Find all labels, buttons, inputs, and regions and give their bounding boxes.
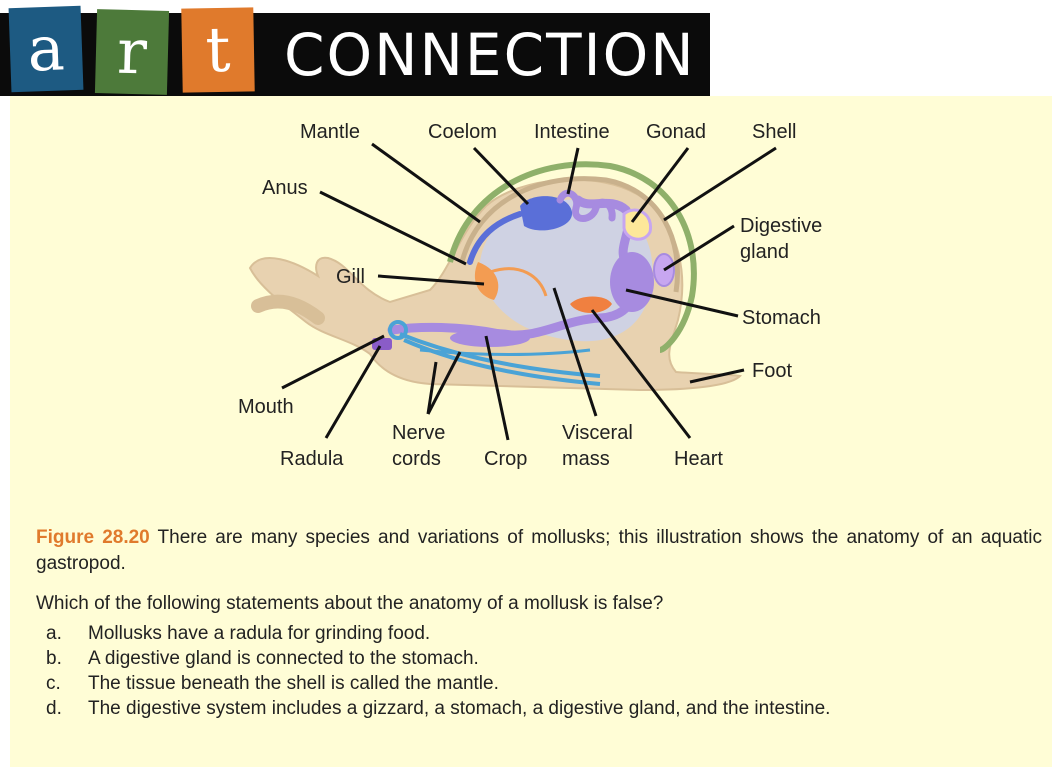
figure-caption-text: There are many species and variations of…	[36, 527, 1042, 574]
label-intestine: Intestine	[534, 121, 610, 143]
option-letter: d.	[36, 696, 88, 721]
figure-caption: Figure 28.20 There are many species and …	[36, 525, 1042, 577]
leader-anus	[320, 192, 466, 264]
label-gonad: Gonad	[646, 121, 706, 143]
label-digestive-gland-line1: Digestive	[740, 215, 822, 237]
option-c: c. The tissue beneath the shell is calle…	[36, 671, 1042, 696]
option-a: a. Mollusks have a radula for grinding f…	[36, 621, 1042, 646]
label-mantle: Mantle	[300, 121, 360, 143]
gastropod-anatomy-diagram: Mantle Coelom Intestine Gonad Shell Anus…	[0, 0, 1052, 500]
option-letter: c.	[36, 671, 88, 696]
figure-number: Figure 28.20	[36, 527, 150, 548]
label-crop: Crop	[484, 448, 527, 470]
option-text: Mollusks have a radula for grinding food…	[88, 621, 1042, 646]
label-visceral-mass-line1: Visceral	[562, 422, 633, 444]
label-visceral-mass-line2: mass	[562, 448, 610, 470]
option-text: The tissue beneath the shell is called t…	[88, 671, 1042, 696]
leader-mantle	[372, 144, 480, 222]
option-d: d. The digestive system includes a gizza…	[36, 696, 1042, 721]
tentacle-lower	[258, 302, 318, 318]
question-prompt: Which of the following statements about …	[36, 591, 1042, 617]
label-anus: Anus	[262, 177, 308, 199]
label-radula: Radula	[280, 448, 344, 470]
label-heart: Heart	[674, 448, 723, 470]
option-text: The digestive system includes a gizzard,…	[88, 696, 1042, 721]
label-digestive-gland-line2: gland	[740, 241, 789, 263]
label-stomach: Stomach	[742, 307, 821, 329]
answer-options: a. Mollusks have a radula for grinding f…	[36, 621, 1042, 721]
label-nerve-cords-line1: Nerve	[392, 422, 445, 444]
option-text: A digestive gland is connected to the st…	[88, 646, 1042, 671]
label-shell: Shell	[752, 121, 796, 143]
option-letter: b.	[36, 646, 88, 671]
option-letter: a.	[36, 621, 88, 646]
label-coelom: Coelom	[428, 121, 497, 143]
label-mouth: Mouth	[238, 396, 294, 418]
crop-organ	[450, 329, 530, 347]
leader-mouth	[282, 336, 384, 388]
label-foot: Foot	[752, 360, 792, 382]
label-gill: Gill	[336, 266, 365, 288]
option-b: b. A digestive gland is connected to the…	[36, 646, 1042, 671]
label-nerve-cords-line2: cords	[392, 448, 441, 470]
stomach-organ	[610, 252, 654, 312]
